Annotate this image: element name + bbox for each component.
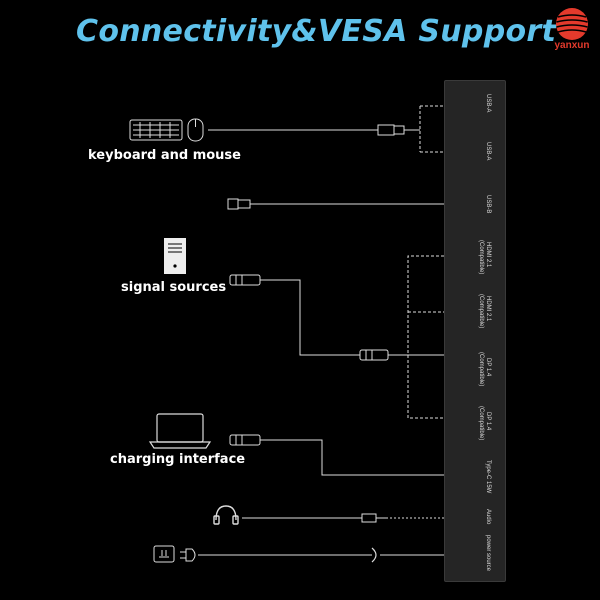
- port-label-usb-a-1: USB-A: [485, 94, 491, 113]
- keyboard-icon: [129, 119, 183, 141]
- port-label-usb-a-2: USB-A: [485, 142, 491, 161]
- usb-plug-icon: [377, 124, 405, 136]
- port-label-dp-1: DP 1.4: [485, 358, 491, 377]
- power-plug-icon: [180, 548, 196, 562]
- hdmi-plug-icon: [229, 274, 261, 286]
- port-label-hdmi-1: HDMI 2.1: [485, 242, 491, 268]
- port-label-usb-b: USB-B: [485, 195, 491, 214]
- port-sublabel-hdmi-1: (Compatible): [478, 240, 484, 275]
- port-label-audio: Audio: [485, 509, 491, 525]
- hdmi-plug-icon: [359, 349, 389, 361]
- power-adapter-icon: [153, 545, 175, 563]
- striped-globe-icon: [556, 8, 588, 40]
- audio-jack-icon: [361, 513, 386, 523]
- pc-tower-icon: [164, 238, 186, 274]
- usb-plug-icon: [229, 434, 261, 446]
- page-title: Connectivity&VESA Support: [76, 14, 557, 49]
- mouse-icon: [187, 118, 204, 142]
- port-label-type-c: Type-C 15W: [485, 460, 491, 494]
- port-label-hdmi-2: HDMI 2.1: [485, 296, 491, 322]
- port-sublabel-dp-1: (Compatible): [478, 352, 484, 387]
- port-label-dp-2: DP 1.4: [485, 412, 491, 431]
- caption-keyboard-mouse: keyboard and mouse: [88, 148, 241, 163]
- port-sublabel-dp-2: (Compatible): [478, 406, 484, 441]
- usb-plug-icon: [227, 198, 251, 210]
- caption-charging-interface: charging interface: [110, 452, 246, 467]
- port-label-power: power source: [485, 535, 491, 572]
- laptop-icon: [148, 413, 212, 449]
- caption-signal-sources: signal sources: [121, 280, 227, 295]
- monitor-io-panel: [444, 80, 506, 582]
- headphones-icon: [213, 505, 239, 525]
- port-sublabel-hdmi-2: (Compatible): [478, 294, 484, 329]
- brand-name: yanxun: [554, 40, 590, 51]
